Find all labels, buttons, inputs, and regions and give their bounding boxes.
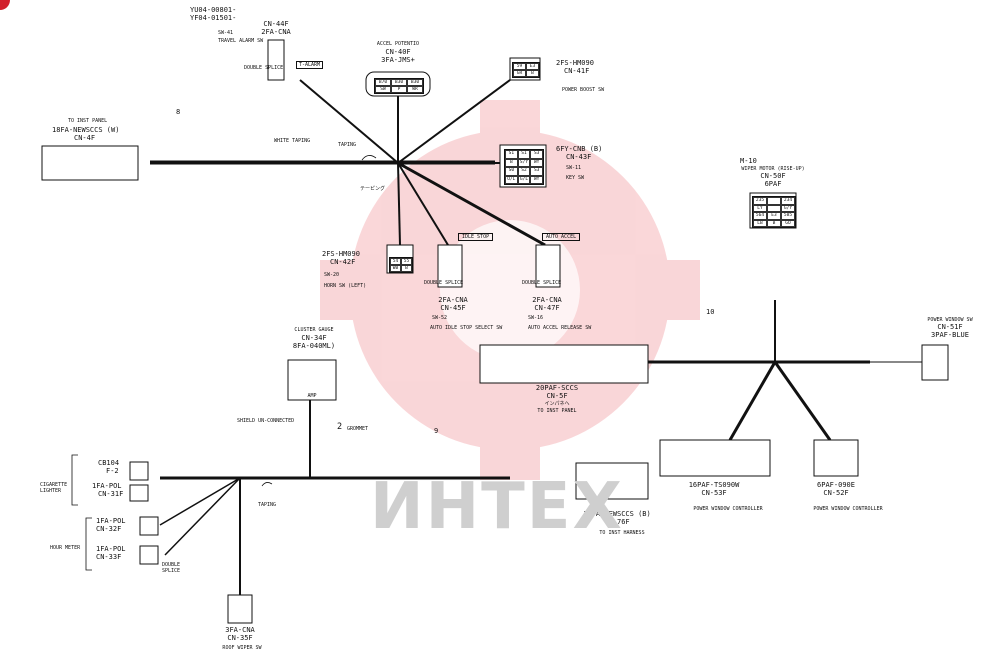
grommet-label: GROMMET	[347, 426, 369, 432]
cn50f-code: CN-50F	[760, 172, 786, 180]
cn34f-amp: AMP	[307, 393, 317, 399]
cn43f-func: KEY SW	[566, 175, 585, 181]
cn47f-tag: AUTO ACCEL	[542, 233, 581, 241]
white-taping-label: WHITE TAPING	[274, 138, 311, 144]
cn44f-code: CN-44F	[263, 20, 289, 28]
wire-8-label: 8	[176, 108, 181, 116]
cn76f-code: CN-76F	[604, 518, 630, 526]
cn32f-code: CN-32F	[96, 525, 122, 533]
cn45f-code: CN-45F	[440, 304, 466, 312]
cn41f-code: CN-41F	[564, 67, 590, 75]
cn35f-func: ROOF WIPER SW	[222, 645, 262, 651]
cn44f-splice: DOUBLE SPLICE	[244, 65, 284, 71]
cn40f-code: CN-40F	[385, 48, 411, 56]
cn31f-cb: CB104	[98, 459, 120, 467]
cn52f-func: POWER WINDOW CONTROLLER	[813, 506, 883, 512]
cn31f-func: CIGARETTE LIGHTER	[40, 482, 68, 494]
cn33f-code: CN-33F	[96, 553, 122, 561]
cn32f-part: 1FA-POL	[96, 517, 126, 525]
cn42f-sw: SW-20	[324, 272, 340, 278]
cn41f-part: 2FS-HM090	[556, 59, 594, 67]
cn53f-code: CN-53F	[701, 489, 727, 497]
header-line1: YU04-00801-	[190, 6, 237, 14]
cn4f-code: CN-4F	[74, 134, 96, 142]
harness-lower	[159, 400, 510, 595]
cn32f-func: HOUR METER	[50, 545, 81, 551]
corner-mark	[0, 0, 10, 10]
taping-jp-label: テーピング	[360, 186, 386, 192]
cn42f-code: CN-42F	[330, 258, 356, 266]
harness-right	[648, 300, 922, 441]
watermark-text: ИНТЕХ	[370, 470, 624, 544]
cn34f-part: 8FA-040ML)	[292, 342, 336, 350]
cn47f-code: CN-47F	[534, 304, 560, 312]
cn45f-sw: SW-52	[432, 315, 448, 321]
taping-label-upper: TAPING	[338, 142, 357, 148]
cn42f-func: HORN SW (LEFT)	[324, 283, 367, 289]
cn34f-note: SHIELD UN-CONNECTED	[237, 418, 295, 424]
wire-10-label: 10	[706, 308, 715, 316]
watermark-gear-hole	[440, 220, 580, 360]
cn44f-sw: SW-41	[218, 30, 234, 36]
taping-arrows	[261, 155, 377, 487]
brackets	[71, 454, 92, 571]
cn5f-to: TO INST PANEL	[537, 408, 577, 414]
cn5f-part: 20PAF-SCCS	[535, 384, 579, 392]
taping-label-lower: TAPING	[258, 502, 277, 508]
cn31f-part: 1FA-POL	[92, 482, 122, 490]
cn53f-func: POWER WINDOW CONTROLLER	[693, 506, 763, 512]
cn4f-title: TO INST PANEL	[68, 118, 108, 124]
cn33f-splice: DOUBLE SPLICE	[162, 562, 181, 574]
cn51f-func: POWER WINDOW SW	[927, 317, 973, 323]
cn34f-title: CLUSTER GAUGE	[294, 327, 334, 333]
cn4f-part: 18FA-NEWSCCS (W)	[52, 126, 120, 134]
cn50f-part: 6PAF	[764, 180, 782, 188]
cn76f-to: TO INST HARNESS	[599, 530, 645, 536]
cn44f-part: 2FA-CNA	[261, 28, 291, 36]
header-line2: YF04-01501-	[190, 14, 237, 22]
cn43f-code: CN-43F	[566, 153, 592, 161]
cn41f-func: POWER BOOST SW	[562, 87, 605, 93]
cn34f-code: CN-34F	[301, 334, 327, 342]
cn52f-part: 6PAF-090E	[817, 481, 855, 489]
cn43f-part: 6FY-CNB (B)	[556, 145, 603, 153]
cn53f-part: 16PAF-TS090W	[688, 481, 740, 489]
cn45f-tag: IDLE STOP	[458, 233, 494, 241]
cn44f-func: TRAVEL ALARM SW	[218, 38, 264, 44]
cn45f-splice: DOUBLE SPLICE	[424, 280, 464, 286]
cn45f-func: AUTO IDLE STOP SELECT SW	[430, 325, 503, 331]
cn50f-func: WIPER MOTOR (RISE-UP)	[741, 166, 805, 172]
cn42f-part: 2FS-HM090	[322, 250, 360, 258]
cn47f-part: 2FA-CNA	[532, 296, 562, 304]
cn76f-part: 14FA-NEWSCCS (B)	[583, 510, 651, 518]
cn50f-m: M-10	[740, 157, 757, 165]
cn31f-code: CN-31F	[98, 490, 124, 498]
cn44f-tag: T-ALARM	[296, 61, 324, 69]
cn45f-part: 2FA-CNA	[438, 296, 468, 304]
cn51f-code: CN-51F	[937, 323, 963, 331]
cn52f-code: CN-52F	[823, 489, 849, 497]
cn47f-splice: DOUBLE SPLICE	[522, 280, 562, 286]
cn5f-sub: インパネへ	[544, 401, 570, 407]
cn5f-code: CN-5F	[546, 392, 568, 400]
cn43f-sw: SW-11	[566, 165, 582, 171]
wire-9-label: 9	[434, 427, 439, 435]
cn47f-sw: SW-16	[528, 315, 544, 321]
cn35f-code: CN-35F	[227, 634, 253, 642]
cn40f-part: 3FA-JMS+	[381, 56, 415, 64]
cn33f-part: 1FA-POL	[96, 545, 126, 553]
harness-upper	[150, 79, 546, 247]
cn35f-part: 3FA-CNA	[225, 626, 255, 634]
cn47f-func: AUTO ACCEL RELEASE SW	[528, 325, 592, 331]
cn40f-label: ACCEL POTENTIO	[376, 41, 420, 47]
cn31f-cbsub: F-2	[106, 467, 119, 475]
grommet-number: 2	[337, 422, 343, 432]
cn51f-part: 3PAF-BLUE	[931, 331, 969, 339]
